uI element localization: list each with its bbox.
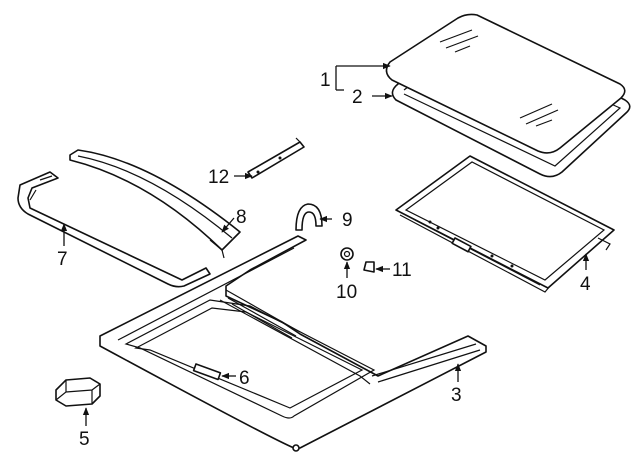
front-deflector-part [69, 149, 241, 259]
callout-5: 5 [79, 429, 90, 450]
retainer-clip-part [363, 261, 375, 273]
callout-3: 3 [451, 385, 462, 406]
callout-7: 7 [57, 249, 68, 270]
sunshade-part [395, 155, 615, 293]
nut-part [340, 247, 354, 261]
callout-4: 4 [580, 274, 591, 295]
callout-9: 9 [342, 210, 353, 231]
callout-2: 2 [352, 87, 363, 108]
callout-6: 6 [239, 368, 250, 389]
glass-panel-part [385, 13, 626, 154]
callout-12: 12 [208, 167, 229, 188]
bracket-part [247, 137, 305, 179]
leader-lines [60, 66, 590, 426]
callout-10: 10 [336, 282, 357, 303]
callout-8: 8 [236, 207, 247, 228]
sunroof-frame-part [99, 235, 487, 452]
drain-hose-clip-part [295, 203, 323, 231]
callout-1: 1 [320, 70, 331, 91]
side-rail-part [17, 171, 211, 288]
motor-part [55, 377, 101, 407]
callout-11: 11 [392, 260, 412, 281]
